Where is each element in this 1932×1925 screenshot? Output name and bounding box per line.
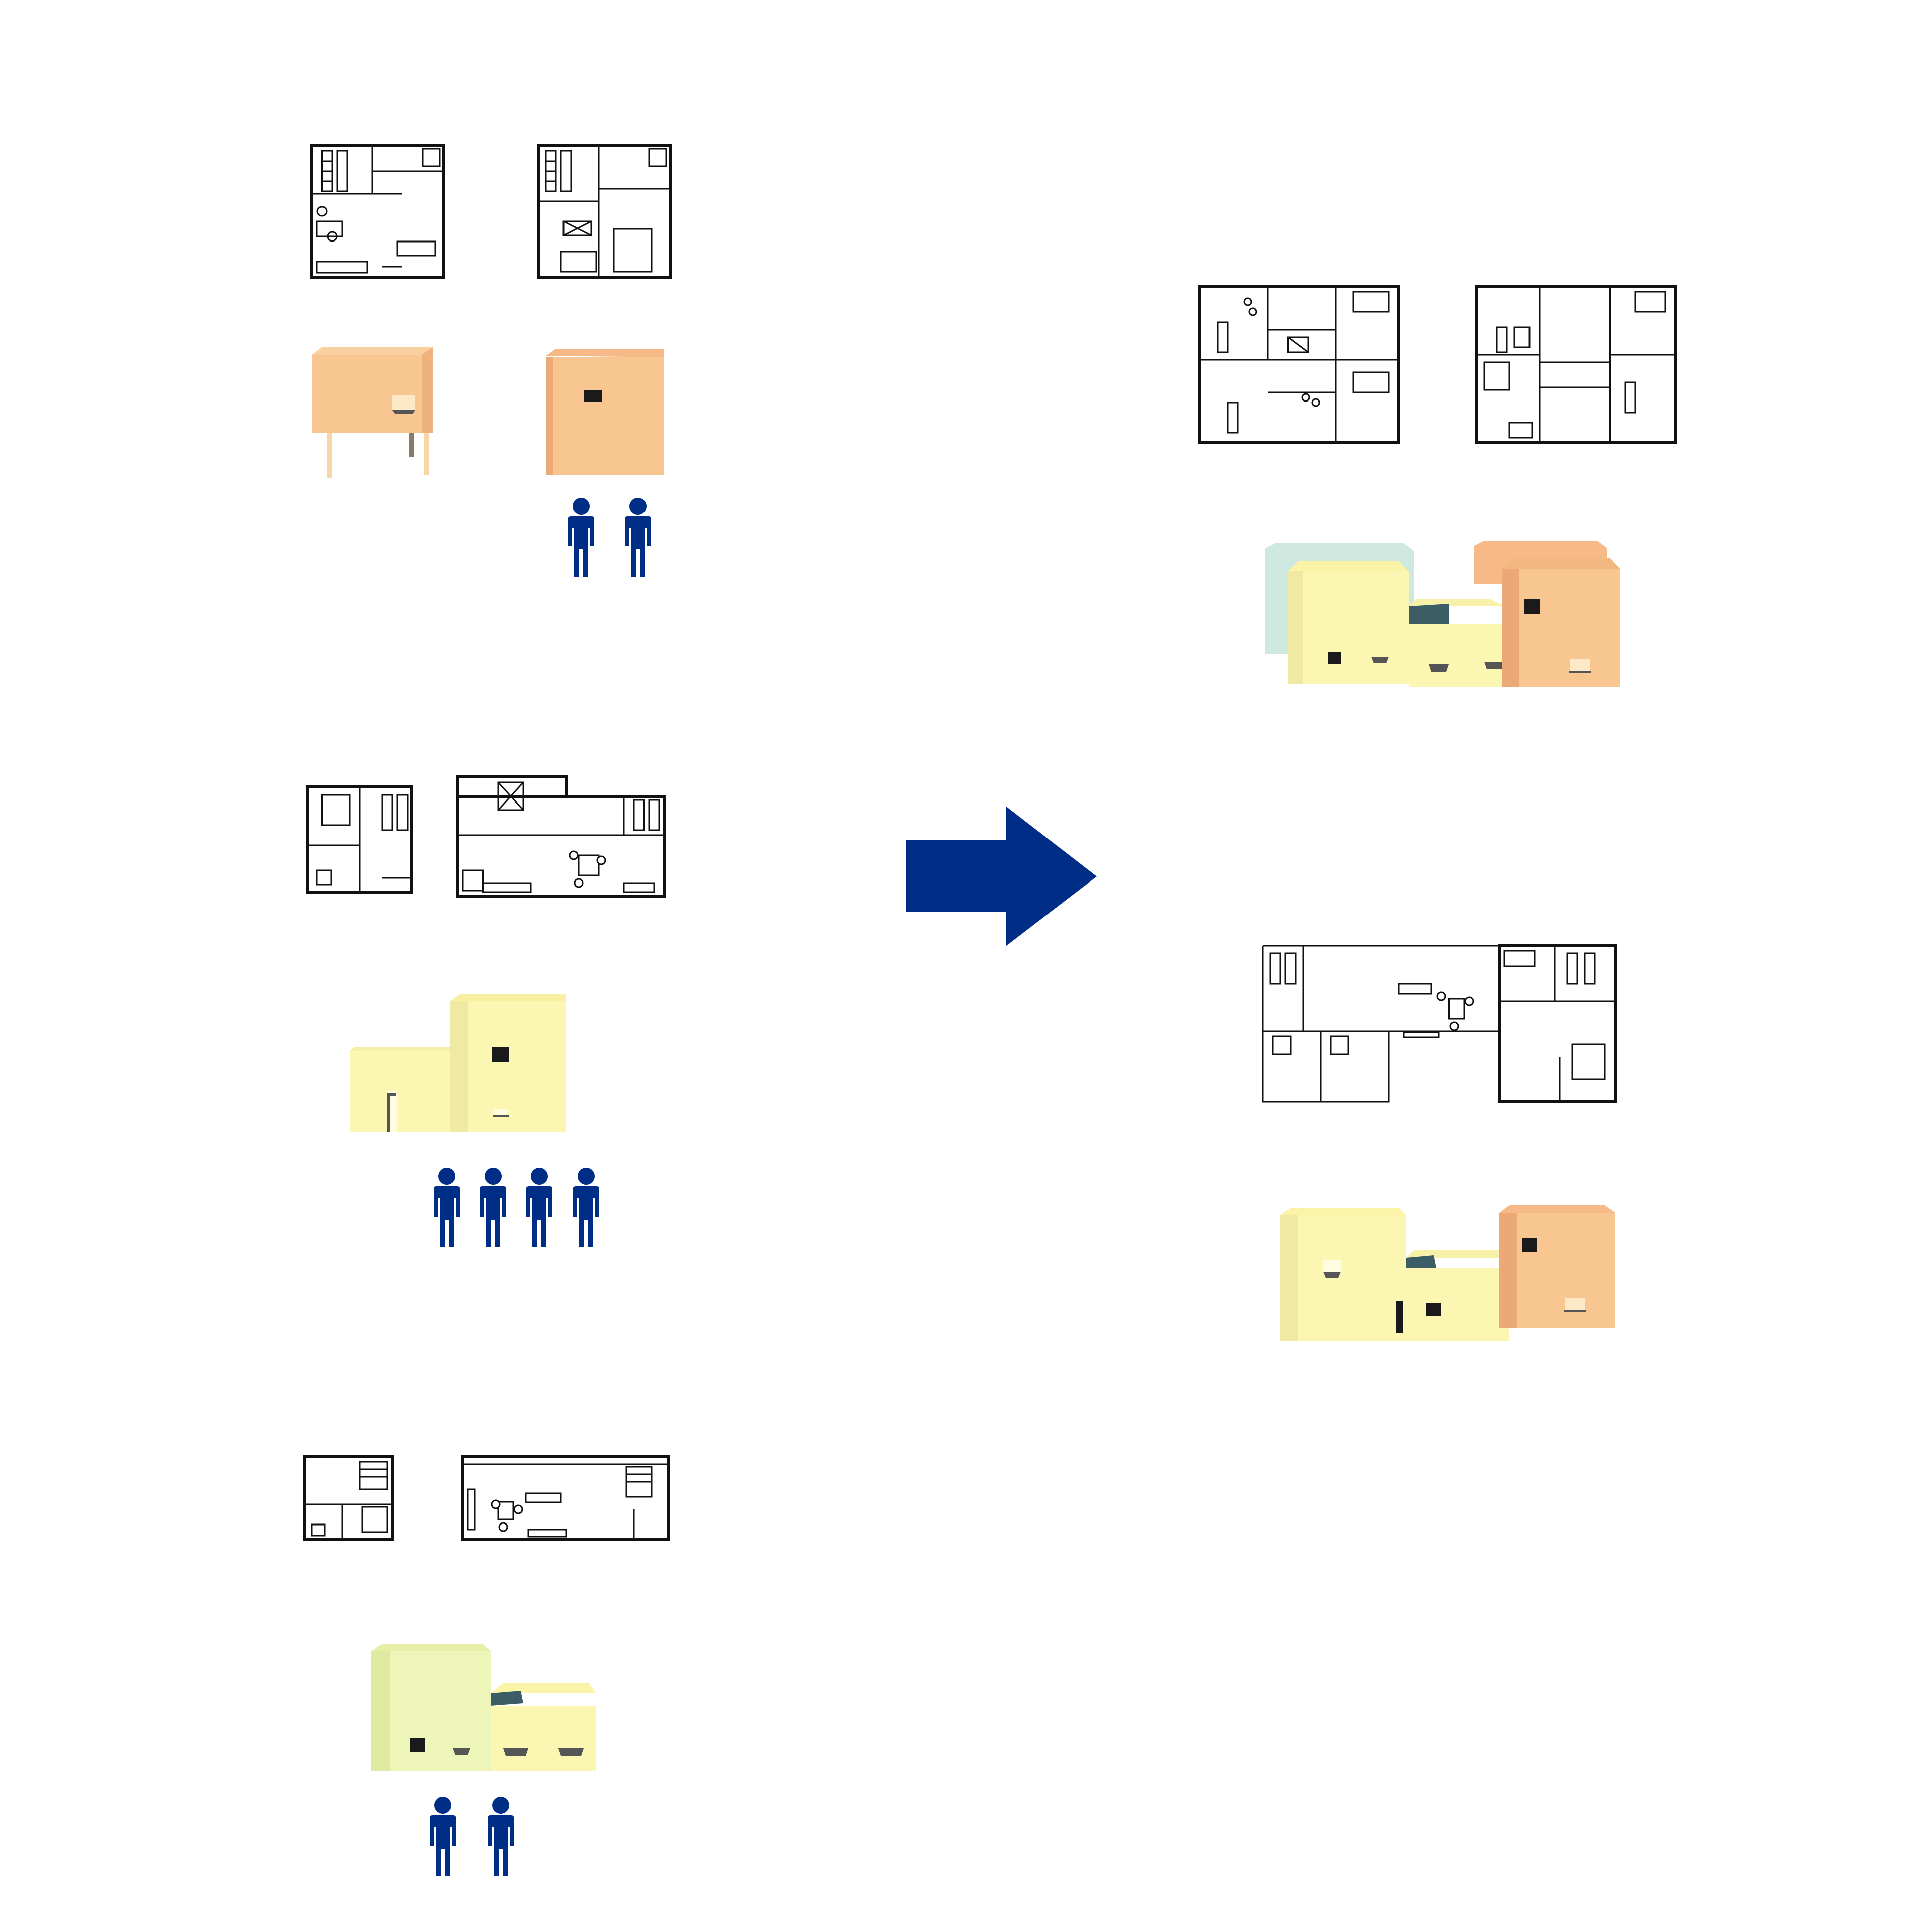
house-block-yellow-pair [350, 994, 566, 1132]
house-block-orange-cube [546, 349, 664, 475]
house-block-orange-stilts [312, 347, 433, 478]
house-block-mint-pair [371, 1644, 596, 1771]
floor-plan-r1b [1475, 285, 1677, 444]
house-cluster-combined-1 [1265, 541, 1620, 687]
group-3 [303, 1455, 670, 1876]
right-arrow-icon [906, 807, 1097, 946]
person-icon [434, 1168, 460, 1247]
result-1 [1198, 285, 1677, 687]
floor-plan-r1a [1198, 285, 1400, 444]
floor-plan-r2 [1262, 944, 1617, 1103]
people-group-2 [434, 1168, 599, 1247]
person-icon [488, 1797, 514, 1876]
house-cluster-combined-2 [1280, 1205, 1615, 1341]
person-icon [573, 1168, 599, 1247]
floor-plan-1b [537, 144, 672, 279]
group-1 [310, 144, 672, 577]
floor-plan-3b [461, 1455, 670, 1541]
group-2 [306, 775, 666, 1247]
person-icon [480, 1168, 506, 1247]
people-group-3 [430, 1797, 514, 1876]
person-icon [625, 498, 651, 577]
people-group-1 [568, 498, 651, 577]
floor-plan-1a [310, 144, 445, 279]
result-2 [1262, 944, 1617, 1341]
person-icon [430, 1797, 456, 1876]
person-icon [568, 498, 594, 577]
person-icon [526, 1168, 552, 1247]
floor-plan-2b [456, 775, 666, 898]
floor-plan-2a [306, 785, 413, 894]
floor-plan-3a [303, 1455, 394, 1541]
